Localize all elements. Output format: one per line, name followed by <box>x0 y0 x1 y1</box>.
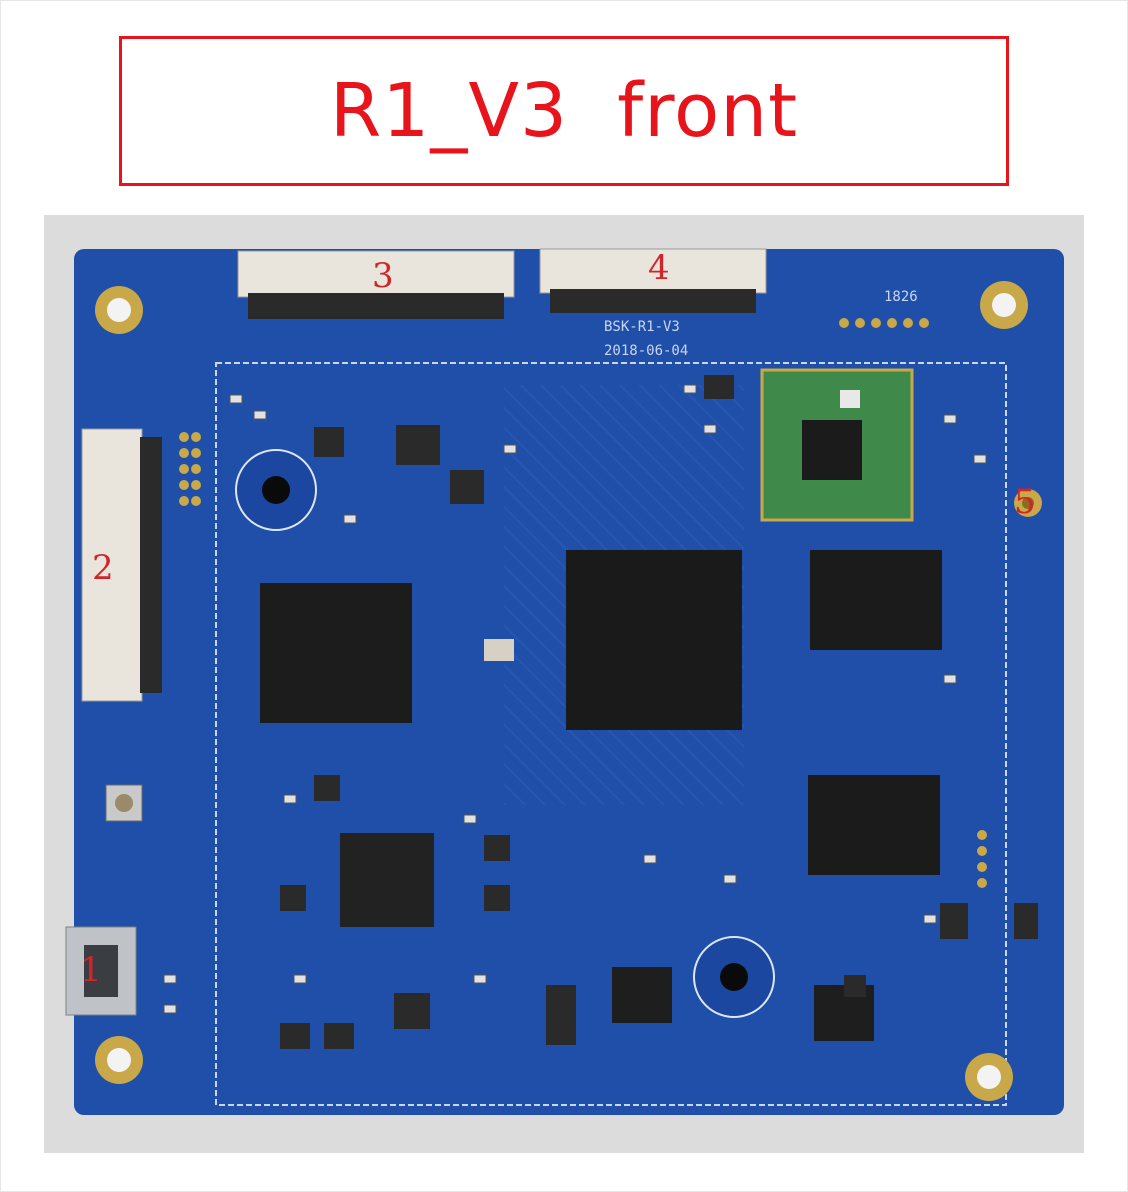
pcb-photo: BSK-R1-V3 2018-06-04 1826 <box>44 215 1084 1153</box>
connector-3 <box>237 250 515 319</box>
antenna-connector-5 <box>1014 489 1042 517</box>
page-title: R1_V3 front <box>329 68 799 154</box>
callout-1: 1 <box>80 950 102 990</box>
wifi-module <box>760 368 914 522</box>
silkscreen-date: 2018-06-04 <box>604 343 688 359</box>
callout-4: 4 <box>648 248 670 288</box>
callout-5: 5 <box>1014 482 1036 522</box>
silkscreen-model: BSK-R1-V3 <box>604 319 680 335</box>
flash-chip <box>260 583 412 723</box>
callout-3: 3 <box>372 256 394 296</box>
title-box: R1_V3 front <box>119 36 1009 186</box>
mounting-hole-tl <box>95 286 143 334</box>
callout-2: 2 <box>92 548 114 588</box>
connector-2 <box>81 428 162 702</box>
micro-usb-port <box>65 926 137 1016</box>
mounting-hole-tr <box>980 281 1028 329</box>
mounting-hole-br <box>965 1053 1013 1101</box>
ram-chip-2 <box>808 775 940 875</box>
main-soc-chip <box>566 550 742 730</box>
connector-4 <box>539 248 767 313</box>
ram-chip-1 <box>810 550 942 650</box>
mounting-hole-bl <box>95 1036 143 1084</box>
power-ic <box>340 833 434 927</box>
silkscreen-code: 1826 <box>884 289 918 305</box>
